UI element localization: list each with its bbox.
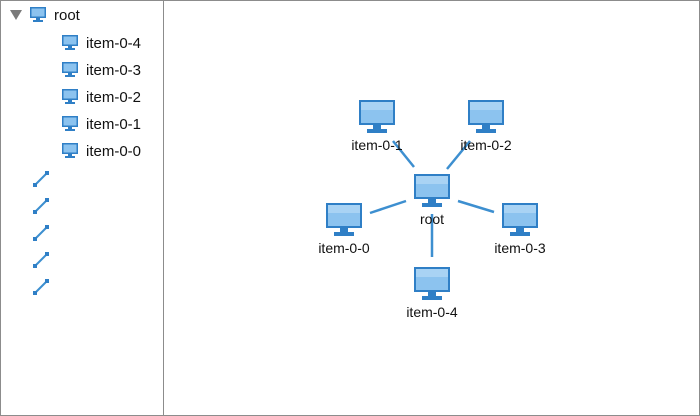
- tree-item-edge[interactable]: [32, 168, 50, 190]
- monitor-icon: [62, 62, 78, 77]
- tree-item-item-0-0[interactable]: item-0-0: [61, 140, 141, 162]
- graph-node-label: item-0-1: [351, 137, 403, 153]
- monitor-icon: [414, 267, 450, 300]
- edge-icon: [33, 198, 49, 214]
- monitor-icon: [62, 116, 78, 131]
- edge-icon: [33, 225, 49, 241]
- tree-item-edge[interactable]: [32, 195, 50, 217]
- tree-item-label: item-0-4: [86, 34, 142, 52]
- monitor-icon: [30, 7, 46, 22]
- graph-node-item-0-3[interactable]: item-0-3: [480, 202, 560, 256]
- tree-item-label: item-0-1: [86, 115, 142, 133]
- monitor-icon: [62, 35, 78, 50]
- graph-node-label: item-0-3: [494, 240, 546, 256]
- monitor-icon: [414, 174, 450, 207]
- edge-icon: [33, 171, 49, 187]
- monitor-icon: [359, 100, 395, 133]
- triangle-down-icon[interactable]: [9, 8, 23, 22]
- tree-item-item-0-4[interactable]: item-0-4: [61, 32, 141, 54]
- graph-edge-root-item-0-1[interactable]: [392, 140, 415, 168]
- graph-edges: [369, 140, 495, 257]
- tree-panel: root item-0-4 item-0-3: [1, 1, 164, 415]
- graph-node-item-0-2[interactable]: item-0-2: [446, 99, 526, 153]
- tree-item-root[interactable]: root: [9, 4, 80, 26]
- graph-node-label: root: [419, 211, 445, 227]
- tree-item-label: item-0-3: [86, 61, 142, 79]
- graph-node-label: item-0-0: [318, 240, 370, 256]
- graph-node-item-0-0[interactable]: item-0-0: [304, 202, 384, 256]
- tree-item-edge[interactable]: [32, 249, 50, 271]
- tree-item-item-0-1[interactable]: item-0-1: [61, 113, 141, 135]
- monitor-icon: [502, 203, 538, 236]
- edge-icon: [33, 279, 49, 295]
- edge-icon: [33, 252, 49, 268]
- tree-item-label: root: [54, 6, 80, 24]
- tree-item-edge[interactable]: [32, 222, 50, 244]
- monitor-icon: [468, 100, 504, 133]
- graph-edge-root-item-0-0[interactable]: [369, 199, 407, 215]
- graph-node-item-0-1[interactable]: item-0-1: [337, 99, 417, 153]
- monitor-icon: [326, 203, 362, 236]
- tree-item-item-0-2[interactable]: item-0-2: [61, 86, 141, 108]
- graph-canvas[interactable]: root item-0-1 item-0-2: [164, 1, 699, 415]
- tree-item-label: item-0-0: [86, 142, 142, 160]
- graph-node-root[interactable]: root: [392, 173, 472, 227]
- monitor-icon: [62, 89, 78, 104]
- tree-item-item-0-3[interactable]: item-0-3: [61, 59, 141, 81]
- monitor-icon: [62, 143, 78, 158]
- tree-item-label: item-0-2: [86, 88, 142, 106]
- graph-node-label: item-0-4: [406, 304, 458, 320]
- tree-item-edge[interactable]: [32, 276, 50, 298]
- graph-node-label: item-0-2: [460, 137, 512, 153]
- graph-edge-root-item-0-2[interactable]: [446, 140, 471, 170]
- graph-node-item-0-4[interactable]: item-0-4: [392, 266, 472, 320]
- graph-edge-root-item-0-3[interactable]: [457, 199, 495, 214]
